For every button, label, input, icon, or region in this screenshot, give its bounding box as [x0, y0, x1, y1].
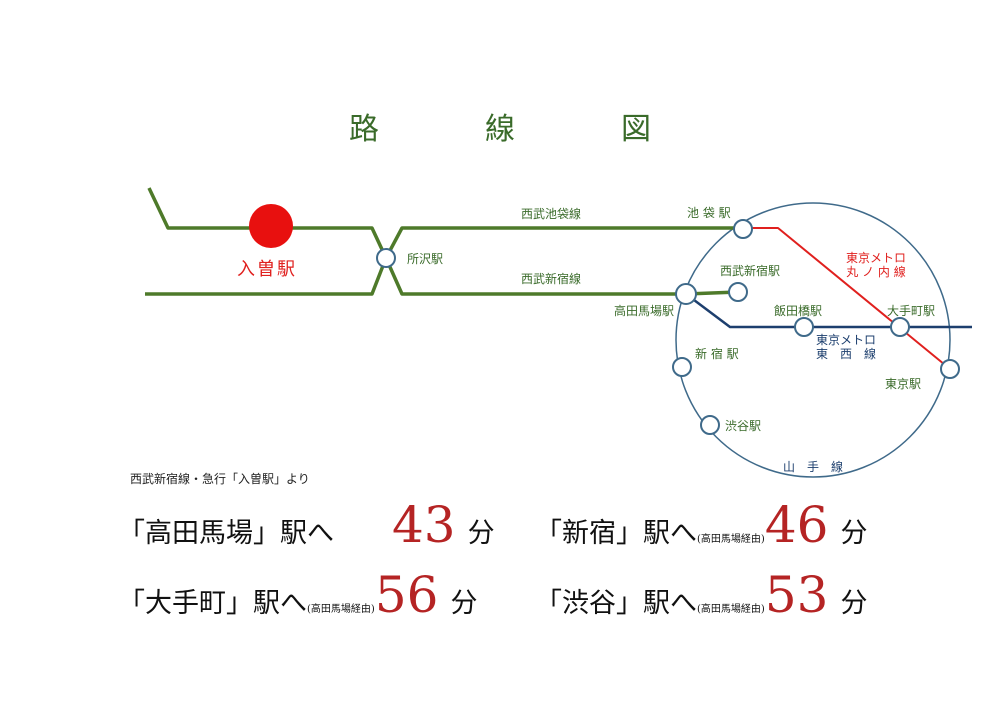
tozai-line-label: 東京メトロ 東 西 線: [810, 333, 882, 361]
otemachi-station-marker: [890, 317, 910, 337]
tokyo-station-marker: [940, 359, 960, 379]
ikebukuro-station-label: 池 袋 駅: [687, 206, 731, 220]
iidabashi-station-marker: [794, 317, 814, 337]
via-note: (高田馬場経由): [307, 604, 375, 615]
via-note: (高田馬場経由): [697, 534, 765, 545]
takadanobaba-station-label: 高田馬場駅: [614, 304, 675, 318]
marunouchi-line-label: 東京メトロ 丸 ノ 内 線: [840, 251, 912, 279]
seibu-shinjuku-line-label: 西武新宿線: [521, 272, 582, 286]
marunouchi-line-label-1: 東京メトロ: [845, 251, 906, 265]
departure-note: 西武新宿線・急行「入曽駅」より: [130, 472, 310, 486]
travel-time-takadanobaba: 「高田馬場」駅へ 43 分: [118, 496, 495, 554]
iidabashi-station-label: 飯田橋駅: [774, 304, 823, 318]
shibuya-station-label: 渋谷駅: [725, 419, 762, 433]
unit: 分: [840, 588, 868, 619]
minutes: 56: [374, 566, 439, 624]
unit: 分: [467, 518, 495, 549]
page-title: 路 線 図: [349, 112, 689, 147]
shinjuku-station-marker: [672, 357, 692, 377]
yamanote-line: [675, 202, 951, 478]
unit: 分: [450, 588, 478, 619]
iruso-station-marker: [249, 204, 293, 248]
ikebukuro-station-marker: [733, 219, 753, 239]
seibu-shinjuku-station-label: 西武新宿駅: [720, 264, 781, 278]
destination: 「新宿」駅へ: [535, 518, 697, 549]
seibu-shinjuku-station-marker: [728, 282, 748, 302]
seibu-ikebukuro-line-label: 西武池袋線: [521, 207, 582, 221]
via-note: (高田馬場経由): [697, 604, 765, 615]
tozai-line-label-1: 東京メトロ: [815, 333, 876, 347]
minutes: 43: [392, 496, 456, 554]
minutes: 46: [764, 496, 829, 554]
seibu-ikebukuro-line: [147, 187, 743, 260]
minutes: 53: [764, 566, 829, 624]
tozai-line-label-2: 東 西 線: [815, 347, 876, 361]
yamanote-line-label: 山 手 線: [783, 460, 844, 474]
shinjuku-station-label: 新 宿 駅: [695, 347, 739, 361]
tokorozawa-station-label: 所沢駅: [407, 252, 444, 266]
travel-time-shibuya: 「渋谷」駅へ(高田馬場経由)53 分: [535, 566, 867, 624]
destination: 「渋谷」駅へ: [535, 588, 697, 619]
tokyo-station-label: 東京駅: [885, 377, 922, 391]
travel-time-shinjuku: 「新宿」駅へ(高田馬場経由)46 分: [535, 496, 867, 554]
travel-time-otemachi: 「大手町」駅へ(高田馬場経由)56 分: [118, 566, 477, 624]
marunouchi-line-label-2: 丸 ノ 内 線: [846, 265, 906, 279]
otemachi-station-label: 大手町駅: [887, 304, 936, 318]
tokorozawa-station-marker: [376, 248, 396, 268]
iruso-station-label: 入曽駅: [237, 259, 297, 280]
shibuya-station-marker: [700, 415, 720, 435]
destination: 「大手町」駅へ: [118, 588, 307, 619]
destination: 「高田馬場」駅へ: [118, 518, 334, 549]
unit: 分: [840, 518, 868, 549]
takadanobaba-station-marker: [675, 283, 697, 305]
